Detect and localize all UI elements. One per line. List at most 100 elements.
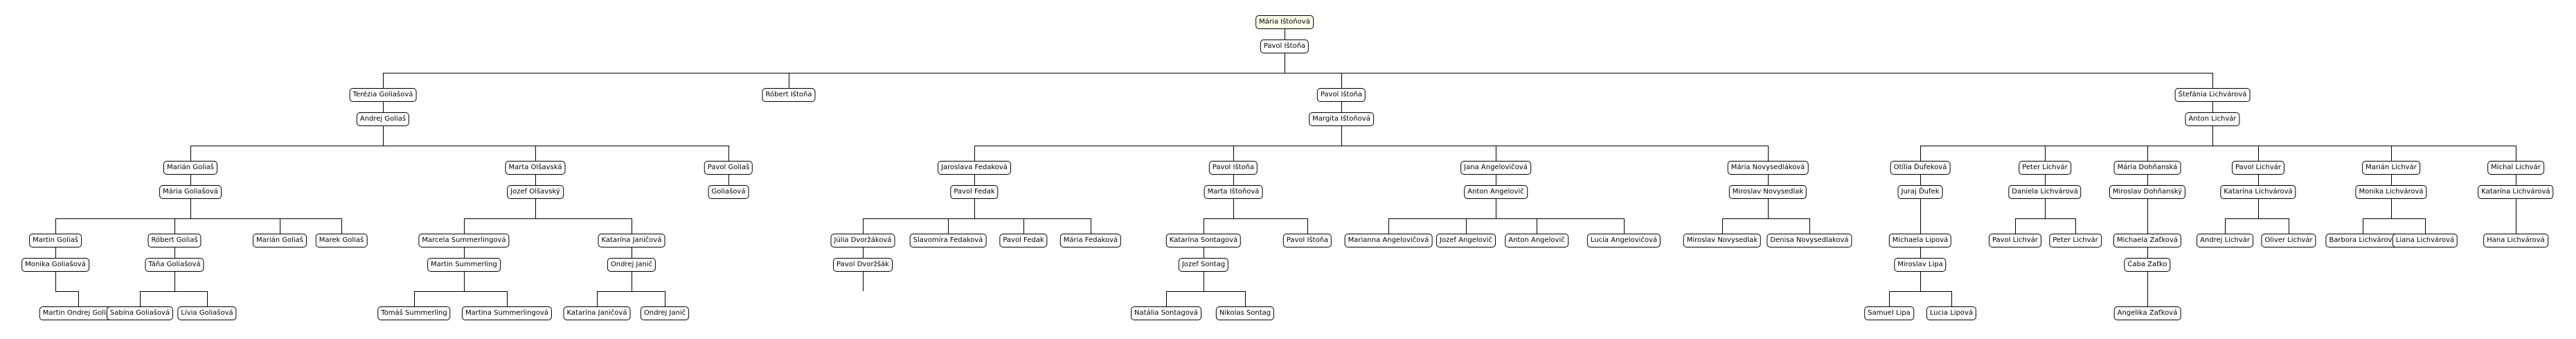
connector-line <box>728 146 729 161</box>
connector-line <box>1920 146 1921 161</box>
connector-line <box>55 218 342 219</box>
connector-line <box>55 291 79 292</box>
person-anton-angelovic: Anton Angelovič <box>1464 185 1528 199</box>
connector-line <box>1920 199 1921 218</box>
connector-line <box>1722 218 1810 219</box>
connector-line <box>1889 291 1890 306</box>
connector-line <box>1023 218 1024 234</box>
person-katarina-janicova: Katarína Janičová <box>598 234 665 247</box>
connector-line <box>974 146 975 161</box>
person-pavol-fedak: Pavol Fedak <box>950 185 999 199</box>
connector-line <box>2147 146 2148 161</box>
connector-line <box>1388 218 1389 234</box>
person-martin-golias: Martin Goliaš <box>29 234 82 247</box>
connector-line <box>140 291 141 306</box>
person-terezia-goliasova: Terézia Goliašová <box>349 88 417 102</box>
person-katarina-janicova: Katarína Janičová <box>563 306 631 320</box>
connector-line <box>190 199 191 218</box>
person-katarina-lichvarova: Katarína Lichvárová <box>2220 185 2296 199</box>
person-oliver-lichvar: Oliver Lichvár <box>2261 234 2316 247</box>
person-jaroslava-fedakova: Jaroslava Fedaková <box>938 161 1011 175</box>
connector-line <box>535 175 536 185</box>
person-marta-olsavska: Marta Olšavská <box>505 161 566 175</box>
person-denisa-novysedlakova: Denisa Novysedlaková <box>1766 234 1852 247</box>
connector-line <box>1768 175 1769 185</box>
person-maria-dohnanska: Mária Dohňanská <box>2113 161 2181 175</box>
connector-line <box>597 291 598 306</box>
person-marcela-summerlingova: Marcela Summerlingová <box>418 234 510 247</box>
person-nikolas-sontag: Nikolas Sontag <box>1215 306 1275 320</box>
person-anton-lichvar: Anton Lichvár <box>2185 112 2240 126</box>
person-martina-summerlingova: Martina Summerlingová <box>461 306 553 320</box>
connector-line <box>1920 218 1921 234</box>
connector-line <box>2015 218 2076 219</box>
connector-line <box>974 175 975 185</box>
person-tana-goliasova: Táňa Goliašová <box>145 258 204 272</box>
person-robert-istona: Róbert Ištoňa <box>762 88 816 102</box>
connector-line <box>1245 291 1246 306</box>
person-lucia-angelovicova: Lucia Angelovičová <box>1586 234 1661 247</box>
connector-line <box>2212 73 2213 88</box>
connector-line <box>507 291 508 306</box>
connector-line <box>341 218 342 234</box>
connector-line <box>535 199 536 218</box>
person-maria-novysedlakova: Mária Novysedláková <box>1727 161 1809 175</box>
person-hana-lichvarova: Hana Lichvárová <box>2483 234 2548 247</box>
person-martin-summerling: Martin Summerling <box>427 258 501 272</box>
connector-line <box>863 268 864 291</box>
person-caba-zatko: Čaba Zaťko <box>2124 258 2171 272</box>
connector-line <box>2225 218 2226 234</box>
person-monika-goliasova: Monika Goliašová <box>21 258 89 272</box>
connector-line <box>2045 175 2046 185</box>
connector-line <box>2258 146 2259 161</box>
connector-line <box>1768 199 1769 218</box>
connector-line <box>1166 291 1167 306</box>
connector-line <box>140 291 208 292</box>
person-pavol-fedak: Pavol Fedak <box>999 234 1048 247</box>
person-miroslav-novysedlak: Miroslav Novysedlak <box>1728 185 1807 199</box>
connector-line <box>1624 218 1625 234</box>
person-ondrej-janic: Ondrej Janič <box>640 306 690 320</box>
person-ondrej-janic: Ondrej Janič <box>607 258 656 272</box>
connector-line <box>2391 146 2392 161</box>
person-juraj-dufek: Juraj Ďufek <box>1897 185 1943 199</box>
connector-line <box>2147 199 2148 218</box>
person-peter-lichvar: Peter Lichvár <box>2049 234 2102 247</box>
connector-line <box>1307 218 1308 234</box>
person-jana-angelovicova: Jana Angelovičová <box>1460 161 1531 175</box>
connector-line <box>1233 199 1234 218</box>
person-marian-golias: Marián Goliaš <box>163 161 218 175</box>
connector-line <box>2147 175 2148 185</box>
person-miroslav-novysedlak: Miroslav Novysedlak <box>1683 234 1762 247</box>
person-tomas-summerling: Tomáš Summerling <box>377 306 451 320</box>
connector-line <box>535 146 536 161</box>
connector-line <box>2425 218 2426 234</box>
connector-line <box>464 218 465 234</box>
connector-line <box>1341 126 1342 146</box>
connector-line <box>863 218 1091 219</box>
person-barbora-lichvarova: Barbora Lichvárová <box>2325 234 2400 247</box>
person-natalia-sontagova: Natália Sontagová <box>1131 306 1201 320</box>
person-stefania-lichvarova: Štefánia Lichvárová <box>2174 88 2251 102</box>
person-marian-lichvar: Marián Lichvár <box>2362 161 2420 175</box>
person-marianna-angelovicova: Marianna Angelovičová <box>1344 234 1433 247</box>
connector-line <box>1388 218 1625 219</box>
person-anton-angelovic: Anton Angelovič <box>1505 234 1568 247</box>
person-monika-lichvarova: Monika Lichvárová <box>2355 185 2427 199</box>
connector-line <box>1466 218 1467 234</box>
connector-line <box>2147 247 2148 258</box>
connector-line <box>383 126 384 146</box>
connector-line <box>383 102 384 112</box>
person-angelika-zatkova: Angelika Zaťková <box>2113 306 2181 320</box>
connector-line <box>190 146 191 161</box>
connector-line <box>1768 146 1769 161</box>
person-martin-ondrej-golias: Martin Ondrej Goliaš <box>39 306 118 320</box>
person-pavol-istona: Pavol Ištoňa <box>1208 161 1258 175</box>
connector-line <box>78 291 79 306</box>
connector-line <box>2212 102 2213 112</box>
connector-line <box>597 291 665 292</box>
person-jozef-angelovic: Jozef Angelovič <box>1436 234 1496 247</box>
connector-line <box>383 73 384 88</box>
person-lucia-lipova: Lucia Lipová <box>1926 306 1977 320</box>
